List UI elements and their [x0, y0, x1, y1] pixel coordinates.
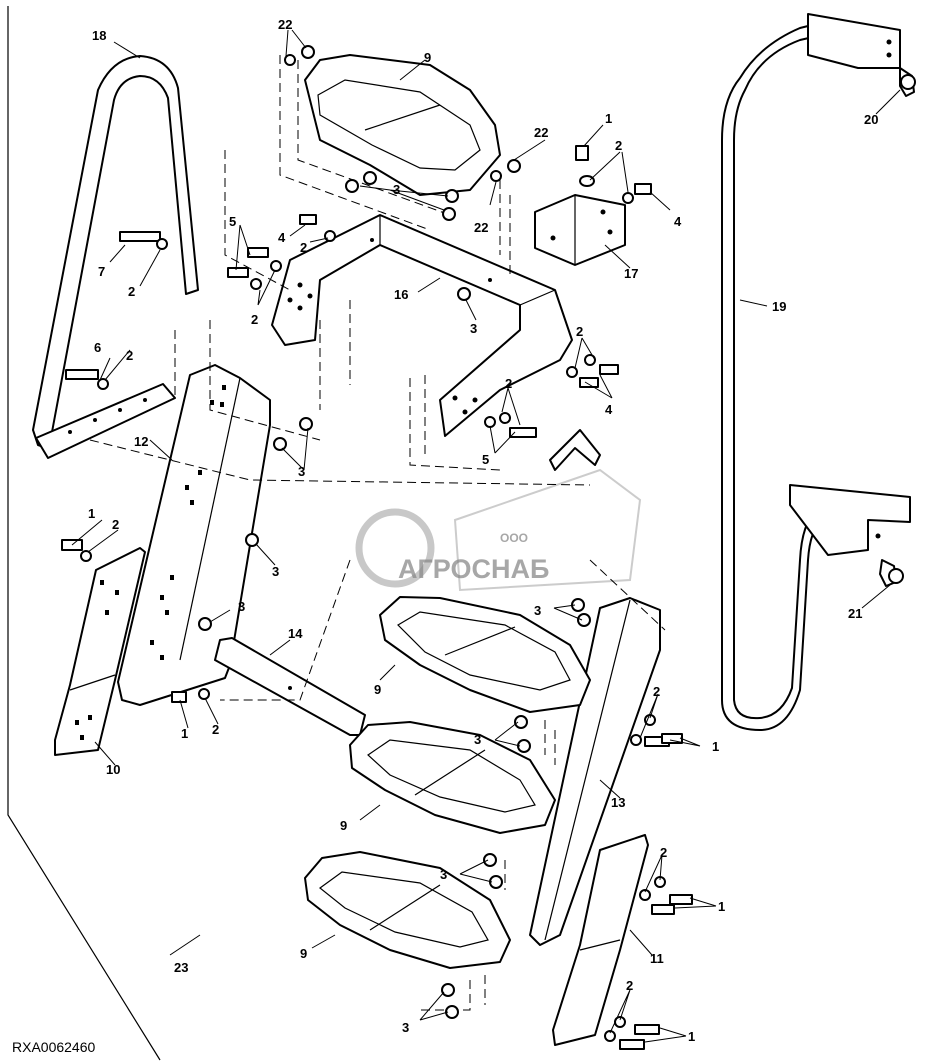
main-bracket-16: [271, 214, 573, 437]
callout-23: 23: [174, 960, 188, 975]
callout-9-top: 9: [424, 50, 431, 65]
bracket-20: [807, 13, 915, 97]
callout-6: 6: [94, 340, 101, 355]
callout-2-step-right: 2: [653, 684, 660, 699]
callout-2-handle: 2: [128, 284, 135, 299]
watermark-logo: ООО АГРОСНАБ: [355, 468, 642, 592]
callout-11: 11: [650, 951, 664, 966]
callout-2-mid: 2: [505, 376, 512, 391]
callout-2-bottom: 2: [626, 978, 633, 993]
callout-1-bar: 1: [181, 726, 188, 741]
callout-5-upper: 5: [229, 214, 236, 229]
callout-3-step-middle: 3: [474, 732, 481, 747]
callout-3-bottom: 3: [402, 1020, 409, 1035]
watermark-prefix: ООО: [500, 531, 528, 545]
callout-4-right: 4: [605, 402, 613, 417]
callout-22-right: 22: [534, 125, 548, 140]
callout-1-lower-right: 1: [718, 899, 725, 914]
callout-13: 13: [611, 795, 625, 810]
callout-5-lower: 5: [482, 452, 489, 467]
reference-code: RXA0062460: [12, 1039, 96, 1055]
assembly-guide-lines: [89, 55, 666, 1011]
callout-1-left: 1: [88, 506, 95, 521]
callout-17: 17: [624, 266, 638, 281]
callout-9-upper-right: 9: [374, 682, 381, 697]
callout-2-lower-right: 2: [660, 845, 667, 860]
bracket-21: [789, 484, 911, 587]
callout-2-right: 2: [576, 324, 583, 339]
callout-22-lower: 22: [474, 220, 488, 235]
side-plate-11: [552, 834, 649, 1046]
base-frame: [7, 6, 161, 1061]
callout-18: 18: [92, 28, 106, 43]
support-bar-14: [214, 637, 366, 736]
grab-handle-right: [721, 19, 836, 731]
callout-3-top: 3: [393, 182, 400, 197]
callout-labels: 18 22 9 1 2 22 22 3 4 5 4 2 7 2 2 16 3 1…: [88, 17, 878, 1044]
callout-2-left: 2: [126, 348, 133, 363]
callout-2-bracket: 2: [251, 312, 258, 327]
callout-3-plate-mid: 3: [272, 564, 279, 579]
side-plate-10: [54, 547, 146, 756]
step-9-top: [304, 54, 501, 196]
callout-2-upperleft: 2: [300, 240, 307, 255]
hardware-fasteners: [61, 45, 916, 1050]
callout-3-center: 3: [470, 321, 477, 336]
callout-9-middle: 9: [340, 818, 347, 833]
callout-19: 19: [772, 299, 786, 314]
callout-2-top: 2: [615, 138, 622, 153]
callout-1-top: 1: [605, 111, 612, 126]
step-9-upper-right: [379, 596, 591, 713]
step-9-middle: [349, 721, 556, 834]
callout-9-bottom: 9: [300, 946, 307, 961]
callout-20: 20: [864, 112, 878, 127]
callout-1-bottom: 1: [688, 1029, 695, 1044]
side-plate-13: [529, 597, 661, 946]
callout-1-step-right: 1: [712, 739, 719, 754]
grab-handle-left: [32, 55, 199, 459]
callout-10: 10: [106, 762, 120, 777]
callout-2-bar: 2: [212, 722, 219, 737]
callout-4-top: 4: [674, 214, 682, 229]
callout-21: 21: [848, 606, 862, 621]
callout-7: 7: [98, 264, 105, 279]
watermark-brand: АГРОСНАБ: [398, 554, 549, 584]
callout-2-leftlow: 2: [112, 517, 119, 532]
callout-3-step-upper: 3: [534, 603, 541, 618]
callout-3-plate: 3: [298, 464, 305, 479]
callout-4-left: 4: [278, 230, 286, 245]
callout-12: 12: [134, 434, 148, 449]
step-9-bottom: [304, 851, 511, 969]
callout-16: 16: [394, 287, 408, 302]
callout-3-plate-low: 3: [238, 599, 245, 614]
leader-lines: [71, 29, 901, 1043]
callout-22-top: 22: [278, 17, 292, 32]
bracket-lower-center: [549, 429, 601, 471]
callout-14: 14: [288, 626, 303, 641]
callout-3-step-lower: 3: [440, 867, 447, 882]
bracket-17: [534, 194, 626, 266]
